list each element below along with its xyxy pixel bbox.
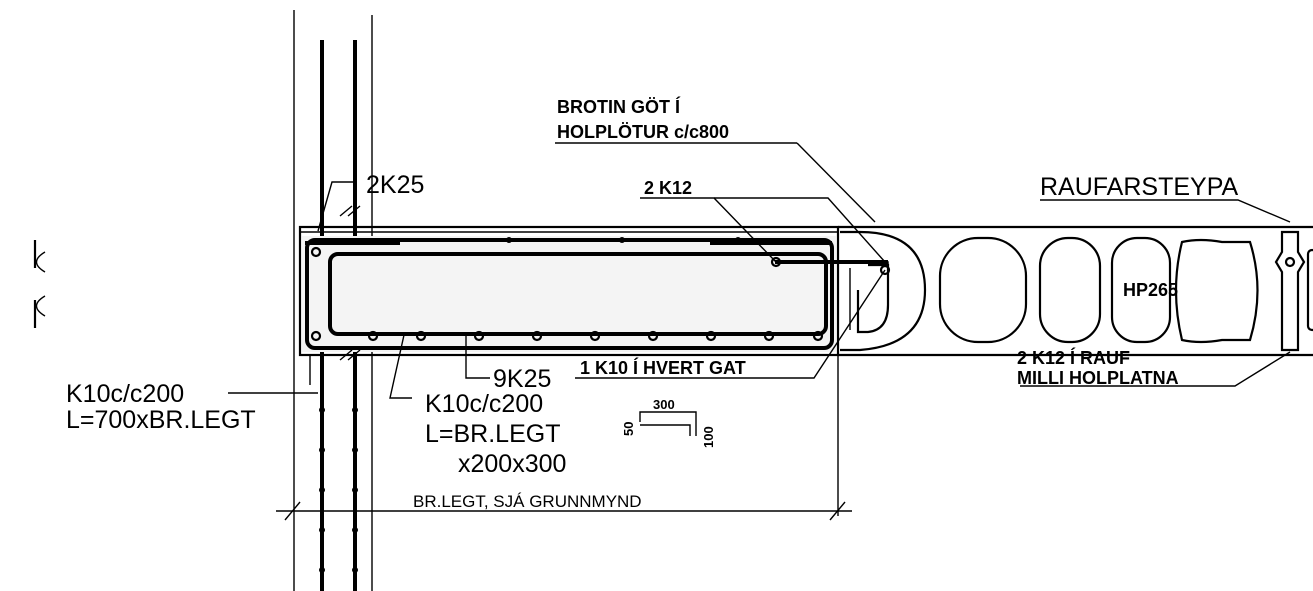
label-2k12-rauf: 2 K12 Í RAUF — [1017, 347, 1130, 368]
label-2k25-top: 2K25 — [366, 171, 424, 199]
label-2k12-top: 2 K12 — [644, 178, 692, 198]
dimension-line — [276, 501, 852, 521]
label-left-k10-1: K10c/c200 — [66, 380, 184, 408]
label-bend-50: 50 — [621, 422, 636, 436]
label-brotin-2: HOLPLÖTUR c/c800 — [557, 122, 729, 142]
bend-schedule — [639, 411, 697, 436]
label-mid-k10-1: K10c/c200 — [425, 390, 543, 418]
label-hp265: HP265 — [1123, 280, 1178, 300]
label-9k25: 9K25 — [493, 365, 551, 393]
left-edge-symbol — [33, 240, 46, 328]
label-raufarsteypa: RAUFARSTEYPA — [1040, 173, 1239, 201]
label-milli-holplatna: MILLI HOLPLATNA — [1017, 368, 1179, 388]
label-k10-gat: 1 K10 Í HVERT GAT — [580, 357, 746, 378]
label-mid-k10-2: L=BR.LEGT — [425, 420, 560, 448]
hollow-core-slab — [838, 225, 1313, 357]
label-brotin-1: BROTIN GÖT Í — [557, 96, 681, 117]
wall-bars — [319, 407, 358, 573]
label-bend-300: 300 — [653, 397, 675, 412]
label-bend-100: 100 — [701, 426, 716, 448]
label-left-k10-2: L=700xBR.LEGT — [66, 406, 256, 434]
beam — [298, 205, 889, 361]
label-mid-k10-3: x200x300 — [458, 450, 566, 478]
leader-lines — [228, 142, 1291, 516]
label-dimension: BR.LEGT, SJÁ GRUNNMYND — [413, 492, 642, 511]
